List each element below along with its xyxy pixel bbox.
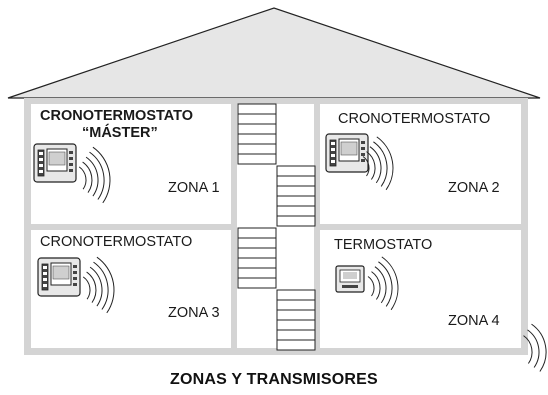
stair-step <box>237 247 277 259</box>
stair-step <box>276 319 316 331</box>
chronothermostat-icon <box>33 143 77 183</box>
stair-step <box>276 309 316 321</box>
stair-step <box>237 113 277 125</box>
stair-step <box>237 267 277 279</box>
device-label-zona-3: CRONOTERMOSTATO <box>40 234 193 250</box>
stair-step <box>237 227 277 239</box>
stair-step <box>276 339 316 351</box>
stair-step <box>237 257 277 269</box>
master-label: “MÁSTER” <box>82 125 158 141</box>
stair-step <box>237 123 277 135</box>
stair-step <box>237 153 277 165</box>
stair-step <box>276 299 316 311</box>
stair-step <box>276 215 316 227</box>
zone-label-3: ZONA 3 <box>168 305 220 321</box>
radio-waves-icon <box>78 146 111 204</box>
stair-step <box>237 237 277 249</box>
zone-label-1: ZONA 1 <box>168 180 220 196</box>
chronothermostat-icon <box>37 257 81 297</box>
radio-waves-icon <box>82 256 115 314</box>
stair-step <box>276 195 316 207</box>
stair-step <box>276 175 316 187</box>
stair-step <box>276 165 316 177</box>
radio-waves-icon <box>367 256 399 311</box>
device-label-zona-1: CRONOTERMOSTATO <box>40 108 194 124</box>
device-label-zona-2: CRONOTERMOSTATO <box>338 111 491 127</box>
chronothermostat-icon <box>325 133 369 173</box>
stair-step <box>276 185 316 197</box>
radio-waves-icon <box>362 136 394 191</box>
stair-step <box>237 277 277 289</box>
stair-step <box>276 205 316 217</box>
diagram-title: ZONAS Y TRANSMISORES <box>170 371 378 388</box>
radio-waves-icon <box>523 323 547 372</box>
stair-step <box>237 133 277 145</box>
stair-step <box>276 289 316 301</box>
stair-step <box>237 143 277 155</box>
zone-label-2: ZONA 2 <box>448 180 500 196</box>
roof <box>7 7 541 99</box>
zone-label-4: ZONA 4 <box>448 313 500 329</box>
device-label-zona-4: TERMOSTATO <box>334 237 433 253</box>
stair-step <box>276 329 316 341</box>
thermostat-icon <box>335 265 365 293</box>
stair-step <box>237 103 277 115</box>
staircase <box>237 103 316 351</box>
